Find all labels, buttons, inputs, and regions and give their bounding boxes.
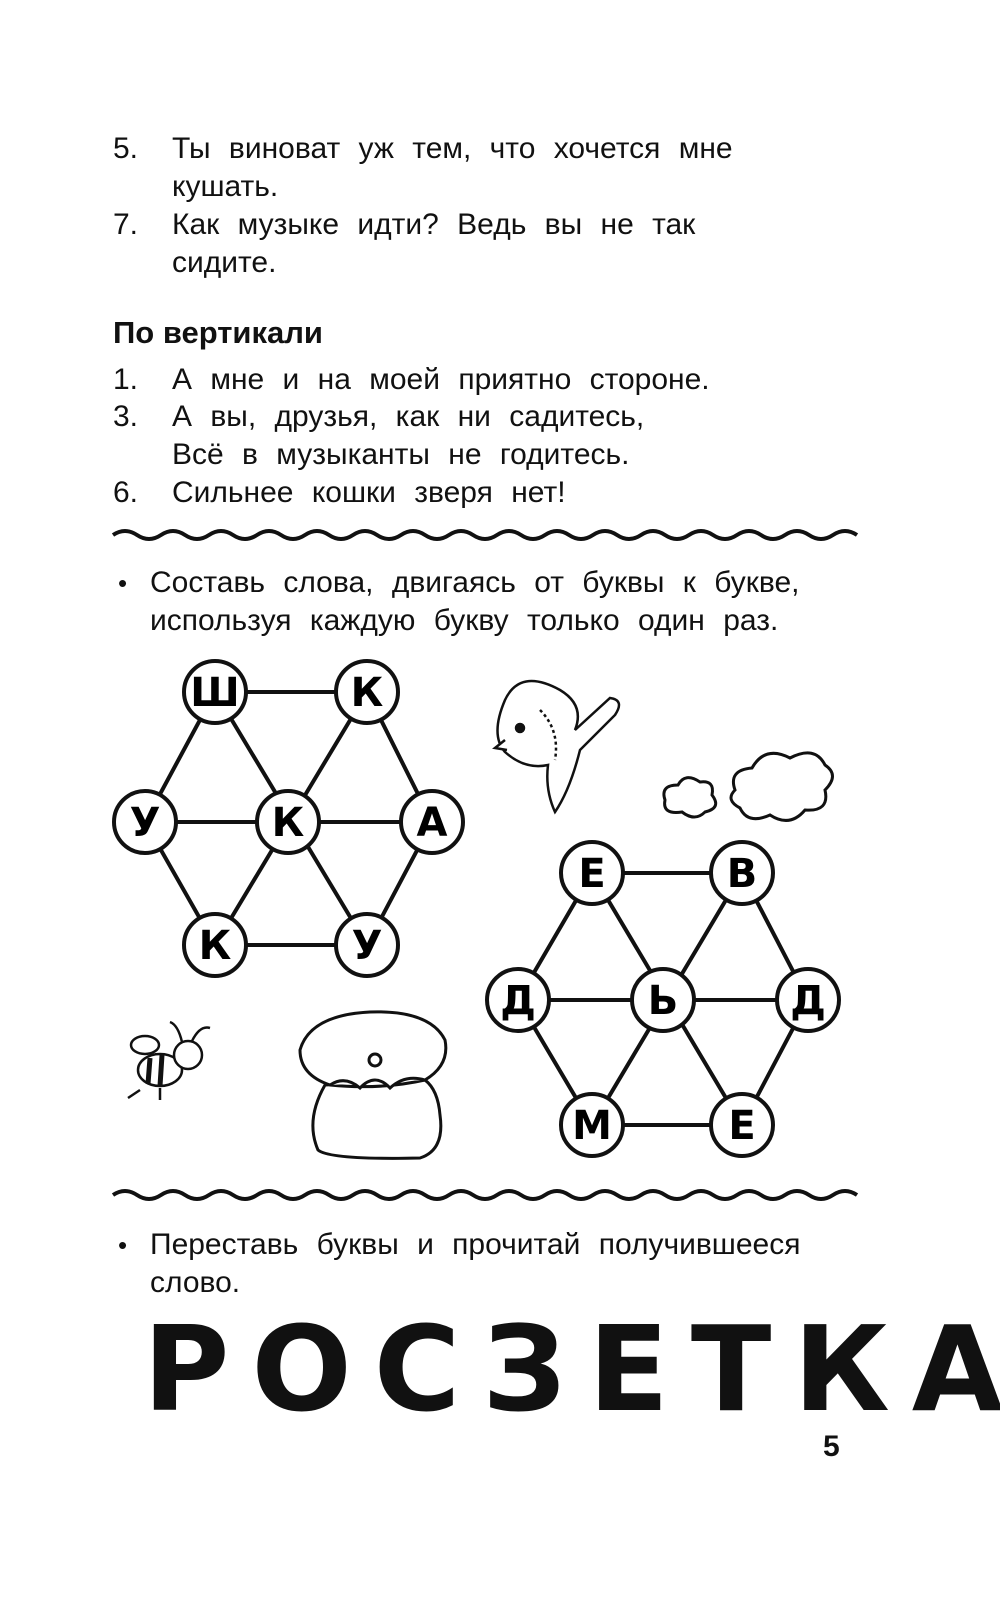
node-letter: Е <box>728 1103 755 1149</box>
clue-text: Всё в музыканты не годитесь. <box>172 438 630 471</box>
task-text: используя каждую букву только один раз. <box>150 604 779 637</box>
node-letter: У <box>352 923 383 969</box>
letter-node <box>182 659 248 725</box>
node-letter: А <box>417 800 448 846</box>
task-text: Составь слова, двигаясь от буквы к букве… <box>150 566 800 599</box>
clue-number: 5. <box>113 132 139 165</box>
clue-text: сидите. <box>172 246 277 279</box>
clue-text: Как музыке идти? Ведь вы не так <box>172 208 696 241</box>
clue-number: 7. <box>113 208 139 241</box>
node-letter: Ш <box>190 670 239 716</box>
node-letter: Д <box>790 978 826 1024</box>
bird-illustration <box>492 679 621 815</box>
letter-node <box>334 912 400 978</box>
letter-node <box>255 789 321 855</box>
letter-node <box>630 967 696 1033</box>
clue-text: А вы, друзья, как ни садитесь, <box>172 400 645 433</box>
letter-node <box>559 1092 625 1158</box>
bee-illustration <box>127 1020 211 1100</box>
node-letter: Д <box>500 978 536 1024</box>
clue-text: кушать. <box>172 170 279 203</box>
node-letter: Е <box>578 851 605 897</box>
letter-node <box>182 912 248 978</box>
letter-node <box>709 1092 775 1158</box>
letter-node <box>559 840 625 906</box>
scrambled-word: РОСЗЕТКА <box>143 1300 1000 1438</box>
task-text: Переставь буквы и прочитай получившееся <box>150 1228 801 1261</box>
bullet: • <box>118 568 128 598</box>
node-letter: У <box>130 800 161 846</box>
letter-node <box>485 967 551 1033</box>
wavy-divider <box>111 1189 859 1201</box>
clue-number: 1. <box>113 363 139 396</box>
letter-node <box>399 789 465 855</box>
bullet: • <box>118 1230 128 1260</box>
letter-node <box>775 967 841 1033</box>
letter-node <box>112 789 178 855</box>
node-letter: Ь <box>648 978 679 1024</box>
node-letter: К <box>351 670 384 716</box>
node-letter: В <box>727 851 758 897</box>
honey-jar-illustration <box>298 1010 448 1160</box>
clue-text: Сильнее кошки зверя нет! <box>172 476 566 509</box>
clue-text: Ты виноват уж тем, что хочется мне <box>172 132 733 165</box>
page-number: 5 <box>823 1430 840 1463</box>
node-letter: К <box>272 800 305 846</box>
task-text: слово. <box>150 1266 241 1299</box>
section-heading-vertical: По вертикали <box>113 315 323 350</box>
letter-node <box>709 840 775 906</box>
letter-node <box>334 659 400 725</box>
cloud-illustration <box>662 751 834 822</box>
node-letter: М <box>572 1103 612 1149</box>
clue-number: 3. <box>113 400 139 433</box>
node-letter: К <box>199 923 232 969</box>
wavy-divider <box>111 529 859 541</box>
clue-text: А мне и на моей приятно стороне. <box>172 363 710 396</box>
clue-number: 6. <box>113 476 139 509</box>
